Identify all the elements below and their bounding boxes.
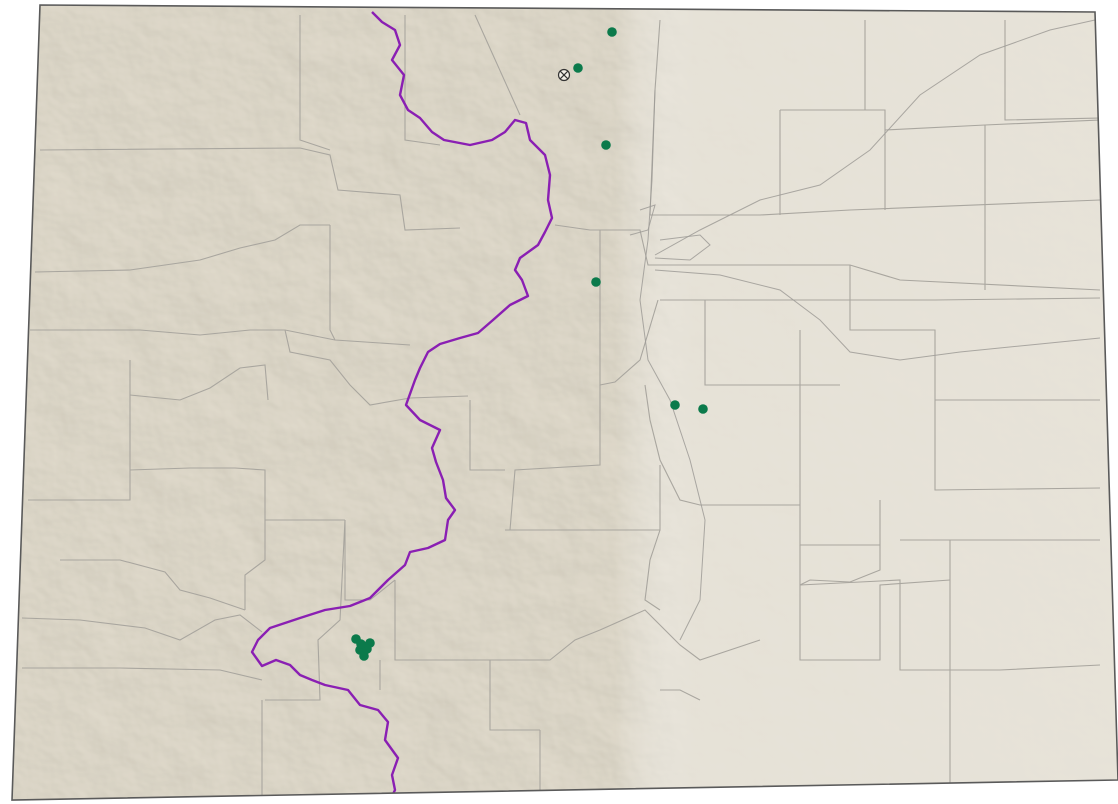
- site-marker: [698, 404, 708, 414]
- state-boundary: [11, 4, 1118, 801]
- site-marker: [670, 400, 680, 410]
- site-marker: [601, 140, 611, 150]
- site-marker: [591, 277, 601, 287]
- county-boundaries: [21, 14, 1101, 800]
- site-markers: [351, 27, 708, 661]
- continental-divide-line: [250, 11, 554, 800]
- site-marker: [607, 27, 617, 37]
- site-marker: [356, 639, 366, 649]
- highways: [629, 19, 1101, 641]
- site-marker: [573, 63, 583, 73]
- crossed-circle-marker: [557, 68, 571, 82]
